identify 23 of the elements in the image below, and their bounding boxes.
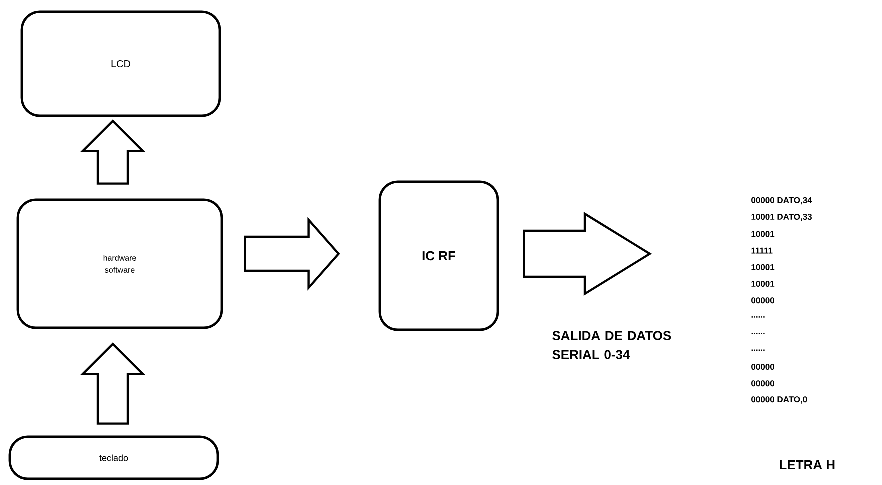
data-row: 00000 (752, 298, 774, 304)
process-box: hardware software (16, 198, 224, 330)
data-row: 00000 (752, 364, 774, 370)
data-row: 10001 (752, 281, 775, 287)
block-arrow (80, 342, 146, 425)
data-row: 00000 DATO,0 (752, 396, 808, 404)
data-row: ...... (752, 316, 765, 318)
data-row: 00000 (752, 380, 774, 387)
process-box: LCD (20, 10, 222, 118)
block-arrow (80, 120, 146, 185)
data-row: 11111 (752, 248, 773, 254)
data-row: 10001 (752, 264, 775, 270)
data-row: ...... (752, 350, 765, 352)
letter-label: LETRA H (780, 460, 835, 470)
data-row: 10001 (752, 231, 775, 238)
block-arrow (244, 217, 340, 291)
process-box: IC RF (378, 180, 500, 332)
data-row: ...... (752, 333, 765, 334)
block-arrow (523, 212, 652, 296)
data-row: 00000 DATO,34 (752, 197, 812, 205)
process-box: teclado (8, 436, 220, 480)
output-label: SALIDA DE DATOS SERIAL 0-34 (552, 331, 672, 360)
data-row: 10001 DATO,33 (752, 214, 812, 222)
